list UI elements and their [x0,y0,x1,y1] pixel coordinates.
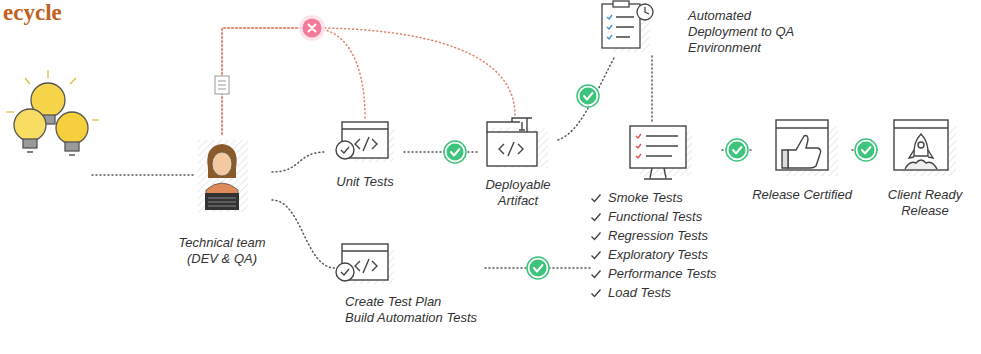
unit-tests-node: Unit Tests [326,118,404,190]
pass-check [527,257,549,279]
certificate-icon [776,120,838,176]
team-node: Technical team (DEV & QA) [172,135,272,267]
checklist-row: Functional Tests [590,207,722,226]
node-caption: Unit Tests [326,174,404,190]
test-type: Functional Tests [608,209,702,225]
pass-check [855,139,877,161]
tick-mark [590,230,602,242]
node-caption: Client Ready Release [880,187,970,219]
pass-check [444,141,466,163]
doc-marker [215,76,229,94]
deployment-node: Automated Deployment to QA Environment [598,2,816,56]
checklist-row: Performance Tests [590,264,722,283]
rework-line [222,28,515,135]
tick-mark [590,211,602,223]
checklist-row: Smoke Tests [590,188,722,207]
artifact-node: Deployable Artifact [478,115,558,209]
test-suite-node: Smoke TestsFunctional TestsRegression Te… [590,122,722,302]
test-type: Smoke Tests [608,190,683,206]
test-type: Regression Tests [608,228,708,244]
node-caption: Build Automation Tests [345,310,485,326]
flow-line [404,151,478,153]
checklist-doc-icon [602,1,653,52]
flow-line [272,152,326,172]
flow-line [272,200,335,268]
test-type: Load Tests [608,285,671,301]
fail-mark [299,15,325,41]
test-plan-icon [336,244,394,284]
code-window-icon [336,122,394,162]
node-caption: Deployable Artifact [478,177,558,209]
node-caption: Technical team (DEV & QA) [172,235,272,267]
checklist-row: Regression Tests [590,226,722,245]
tick-mark [590,192,602,204]
certified-node: Release Certified [752,115,852,203]
idea-bulbs [6,70,99,155]
test-plan-node: Create Test PlanBuild Automation Tests [335,240,485,326]
test-type: Performance Tests [608,266,717,282]
flow-line [651,56,653,122]
checklist-row: Exploratory Tests [590,245,722,264]
tick-mark [590,249,602,261]
pass-check [577,85,599,107]
diagram-title: ecycle [3,0,62,26]
idea-line [92,174,196,176]
tick-mark [590,268,602,280]
team-person [198,140,248,212]
checklist-row: Load Tests [590,283,722,302]
node-caption: Create Test Plan [345,294,485,310]
rework-line [222,28,365,135]
test-type: Exploratory Tests [608,247,708,263]
monitor-icon [630,126,692,179]
node-caption: Release Certified [752,187,852,203]
flow-line [558,56,615,140]
artifact-icon [487,118,548,168]
release-node: Client Ready Release [880,115,970,219]
rocket-icon [894,120,956,176]
node-caption: Automated Deployment to QA Environment [688,8,816,56]
tick-mark [590,287,602,299]
pass-check [726,139,748,161]
